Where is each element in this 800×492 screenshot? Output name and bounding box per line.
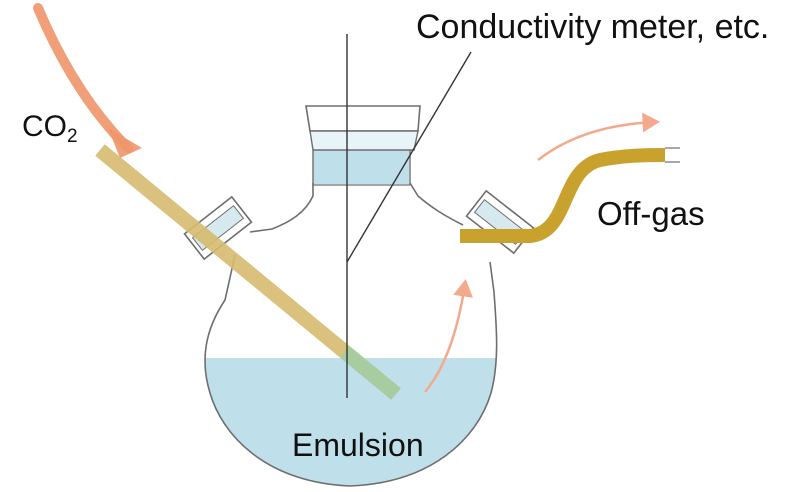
offgas-tube <box>460 148 666 243</box>
co2-label: CO2 <box>22 110 78 148</box>
right-neck-joint <box>465 189 535 255</box>
conductivity-meter-label: Conductivity meter, etc. <box>416 8 770 46</box>
co2-main-text: CO <box>22 110 67 143</box>
bubble-rise-arrow <box>424 279 474 393</box>
flask-outline <box>204 182 498 487</box>
co2-tube-submerged <box>340 346 401 400</box>
neck-liquid <box>313 148 409 184</box>
emulsion-liquid <box>205 358 497 486</box>
offgas-label: Off-gas <box>597 195 705 232</box>
stopper-band <box>309 130 419 151</box>
probe-leader-line <box>346 51 472 263</box>
co2-subscript: 2 <box>67 126 78 147</box>
co2-arrow-head <box>108 128 142 158</box>
stopper <box>305 105 421 132</box>
emulsion-label: Emulsion <box>292 427 424 463</box>
offgas-flow-arrow <box>537 112 660 161</box>
